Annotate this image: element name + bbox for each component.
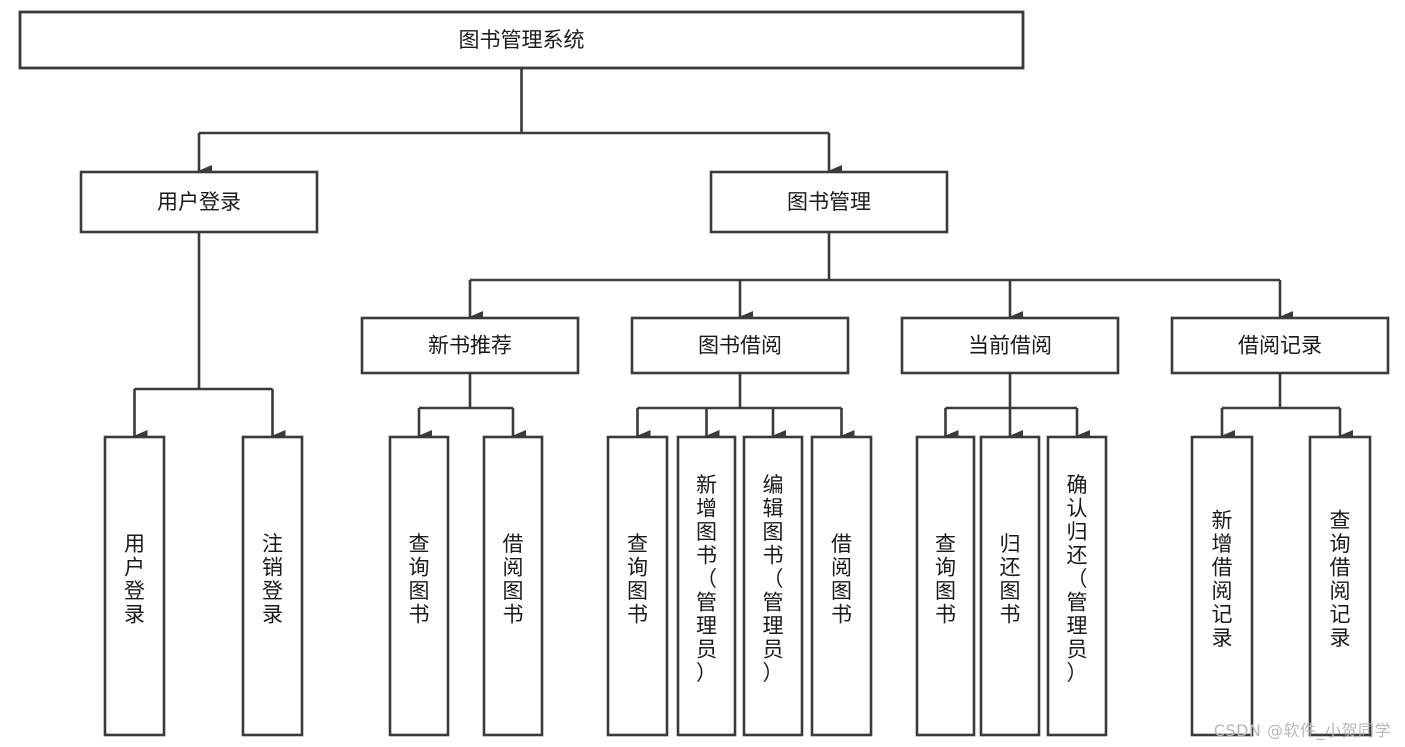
node-level3-图书借阅-1[interactable]: 图书借阅: [630, 316, 850, 375]
node-label: 查询借阅记录: [1330, 508, 1351, 650]
node-leaf-用户登录-0[interactable]: 用户登录: [103, 435, 166, 737]
node-leaf-注销登录-1[interactable]: 注销登录: [241, 435, 304, 737]
node-box: [630, 316, 850, 375]
node-box: [606, 435, 669, 737]
node-box: [1046, 435, 1108, 737]
node-level3-新书推荐-0[interactable]: 新书推荐: [360, 316, 580, 375]
node-leaf-确认归还管理员-10[interactable]: 确认归还（管理员）: [1046, 435, 1108, 737]
node-label: 图书管理系统: [459, 28, 585, 52]
node-box: [979, 435, 1041, 737]
node-label: 新书推荐: [428, 334, 512, 358]
node-box: [388, 435, 450, 737]
node-box: [810, 435, 873, 737]
node-label: 图书管理: [787, 190, 871, 214]
node-box: [900, 316, 1120, 375]
node-leaf-查询图书-8[interactable]: 查询图书: [915, 435, 976, 737]
node-root-图书管理系统-0[interactable]: 图书管理系统: [18, 10, 1025, 70]
node-label: 查询图书: [409, 532, 430, 627]
node-leaf-借阅图书-3[interactable]: 借阅图书: [482, 435, 544, 737]
node-label: 当前借阅: [968, 334, 1052, 358]
node-label: 编辑图书（管理员）: [763, 473, 784, 685]
node-leaf-新增图书管理员-5[interactable]: 新增图书（管理员）: [676, 435, 737, 737]
node-label: 用户登录: [157, 190, 241, 214]
node-box: [1170, 316, 1390, 375]
node-box: [676, 435, 737, 737]
node-label: 查询图书: [935, 532, 956, 627]
node-box: [241, 435, 304, 737]
node-label: 图书借阅: [698, 334, 782, 358]
nodes-layer: 图书管理系统用户登录图书管理新书推荐图书借阅当前借阅借阅记录用户登录注销登录查询…: [18, 10, 1390, 737]
node-box: [18, 10, 1025, 70]
node-level2-图书管理-1[interactable]: 图书管理: [709, 170, 949, 234]
node-label: 借阅图书: [831, 532, 852, 627]
node-box: [482, 435, 544, 737]
node-label: 注销登录: [262, 532, 283, 627]
node-level3-借阅记录-3[interactable]: 借阅记录: [1170, 316, 1390, 375]
node-label: 借阅记录: [1238, 334, 1322, 358]
node-label: 用户登录: [124, 532, 145, 627]
node-leaf-查询图书-4[interactable]: 查询图书: [606, 435, 669, 737]
connectors-layer: [133, 68, 1353, 442]
node-label: 确认归还（管理员）: [1067, 473, 1088, 685]
node-label: 新增图书（管理员）: [696, 473, 717, 685]
node-box: [1190, 435, 1254, 737]
node-level2-用户登录-0[interactable]: 用户登录: [79, 170, 319, 234]
node-leaf-查询图书-2[interactable]: 查询图书: [388, 435, 450, 737]
node-box: [79, 170, 319, 234]
node-box: [709, 170, 949, 234]
node-box: [915, 435, 976, 737]
node-level3-当前借阅-2[interactable]: 当前借阅: [900, 316, 1120, 375]
node-leaf-新增借阅记录-11[interactable]: 新增借阅记录: [1190, 435, 1254, 737]
node-leaf-借阅图书-7[interactable]: 借阅图书: [810, 435, 873, 737]
node-box: [360, 316, 580, 375]
node-leaf-编辑图书管理员-6[interactable]: 编辑图书（管理员）: [742, 435, 804, 737]
node-label: 查询图书: [627, 532, 648, 627]
node-leaf-归还图书-9[interactable]: 归还图书: [979, 435, 1041, 737]
node-label: 借阅图书: [503, 532, 524, 627]
node-box: [742, 435, 804, 737]
node-box: [103, 435, 166, 737]
node-leaf-查询借阅记录-12[interactable]: 查询借阅记录: [1308, 435, 1372, 737]
node-label: 归还图书: [1000, 532, 1021, 627]
node-box: [1308, 435, 1372, 737]
node-label: 新增借阅记录: [1212, 508, 1233, 650]
